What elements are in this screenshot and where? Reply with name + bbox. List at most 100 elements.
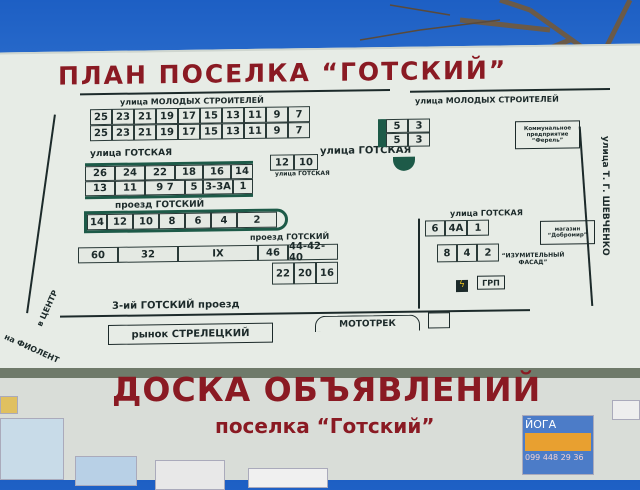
direction-fiolent: на ФИОЛЕНТ	[2, 332, 61, 365]
house-number: 2	[477, 243, 499, 262]
yoga-phone: 099 448 29 36	[525, 453, 584, 462]
house-number: 5	[386, 118, 408, 134]
green-marker	[393, 156, 415, 171]
board-frame	[0, 368, 640, 378]
house-number: 9 7	[145, 179, 185, 196]
house-number: 11	[244, 106, 266, 124]
house-number: 21	[134, 108, 156, 125]
house-number: 20	[294, 262, 316, 285]
shop-dobromir: магазин “Добромир”	[540, 220, 595, 245]
yoga-title: ЙОГА	[525, 418, 557, 431]
house-number: 19	[156, 107, 178, 125]
communal-enterprise: Коммунальное предприятие “Ферель”	[515, 120, 580, 150]
lightning-icon: ϟ	[456, 279, 468, 293]
house-number: 9	[266, 122, 288, 139]
house-number: 25	[90, 124, 112, 142]
house-number: 10	[133, 213, 159, 230]
house-number: 60	[78, 246, 118, 264]
yoga-poster: ЙОГА 099 448 29 36	[522, 415, 594, 475]
house-number: 46	[258, 244, 288, 261]
house-number: 13	[222, 107, 244, 124]
house-number: IX	[178, 244, 258, 262]
house-number: 1	[233, 178, 253, 195]
house-number: 12	[107, 213, 133, 230]
poster	[0, 418, 64, 480]
house-number: 22	[272, 262, 294, 285]
house-number: 1	[467, 219, 489, 236]
house-number: 8	[437, 244, 457, 263]
house-number: 23	[112, 124, 134, 141]
street-label: улица МОЛОДЫХ СТРОИТЕЛЕЙ	[415, 94, 559, 106]
house-number: 5	[185, 179, 203, 195]
house-number: 3-3А	[203, 179, 233, 195]
road	[410, 87, 610, 93]
house-number: 6	[185, 212, 211, 229]
house-number: 13	[85, 180, 115, 197]
sign-title: ПЛАН ПОСЕЛКА “ГОТСКИЙ”	[58, 55, 508, 91]
board-subtitle: поселка “Готский”	[215, 414, 435, 438]
poster-image	[525, 433, 591, 451]
facade-label: “ИЗУМИТЕЛЬНЫЙ ФАСАД”	[501, 251, 565, 267]
house-number: 21	[134, 124, 156, 141]
map-sign: ПЛАН ПОСЕЛКА “ГОТСКИЙ” улица МОЛОДЫХ СТР…	[0, 43, 640, 383]
house-number: 24	[115, 165, 145, 181]
street-label: улица ГОТСКАЯ	[275, 169, 330, 178]
poster	[248, 468, 328, 488]
house-number: 10	[294, 154, 318, 171]
poster	[155, 460, 225, 490]
house-number: 32	[118, 245, 178, 263]
market-label: рынок СТРЕЛЕЦКИЙ	[108, 322, 273, 345]
house-number: 26	[85, 165, 115, 182]
house-number: 9	[266, 106, 288, 123]
house-number: 4	[457, 243, 477, 263]
house-number: 6	[425, 220, 445, 237]
house-number: 7	[288, 106, 310, 123]
house-number: 23	[112, 108, 134, 125]
house-number: 14	[87, 213, 107, 231]
house-number: 3	[408, 118, 430, 133]
house-number: 2	[237, 211, 277, 229]
direction-center: в ЦЕНТР	[35, 288, 60, 328]
house-number: 13	[222, 123, 244, 140]
house-number: 44-42-40	[288, 241, 338, 263]
building	[428, 312, 450, 329]
house-number: 16	[316, 261, 338, 285]
poster	[75, 456, 137, 486]
board-title: ДОСКА ОБЪЯВЛЕНИЙ	[112, 370, 542, 409]
house-number: 4А	[445, 219, 467, 237]
road	[418, 218, 420, 309]
road	[80, 89, 390, 96]
street-label: улица ГОТСКАЯ	[90, 148, 173, 160]
road	[578, 126, 594, 307]
house-number: 11	[244, 122, 266, 140]
mototrek-label: МОТОТРЕК	[315, 314, 420, 333]
street-label: улица ГОТСКАЯ	[450, 208, 523, 219]
house-number: 3	[408, 132, 430, 147]
notice-board: ДОСКА ОБЪЯВЛЕНИЙ поселка “Готский” ЙОГА …	[0, 368, 640, 490]
house-number: 17	[178, 107, 200, 124]
house-number: 15	[200, 107, 222, 124]
house-number: 19	[156, 123, 178, 141]
house-number: 15	[200, 123, 222, 140]
house-number: 22	[145, 165, 175, 181]
house-number: 5	[386, 132, 408, 148]
poster	[612, 400, 640, 420]
house-number: 8	[159, 212, 185, 230]
road	[26, 114, 56, 314]
house-number: 25	[90, 108, 112, 126]
poster	[0, 396, 18, 414]
street-label: улица Т. Г. ШЕВЧЕНКО	[600, 135, 610, 256]
street-label: улица МОЛОДЫХ СТРОИТЕЛЕЙ	[120, 95, 264, 107]
grp-label: ГРП	[477, 275, 505, 290]
house-number: 12	[270, 154, 294, 171]
house-number: 4	[211, 212, 237, 229]
